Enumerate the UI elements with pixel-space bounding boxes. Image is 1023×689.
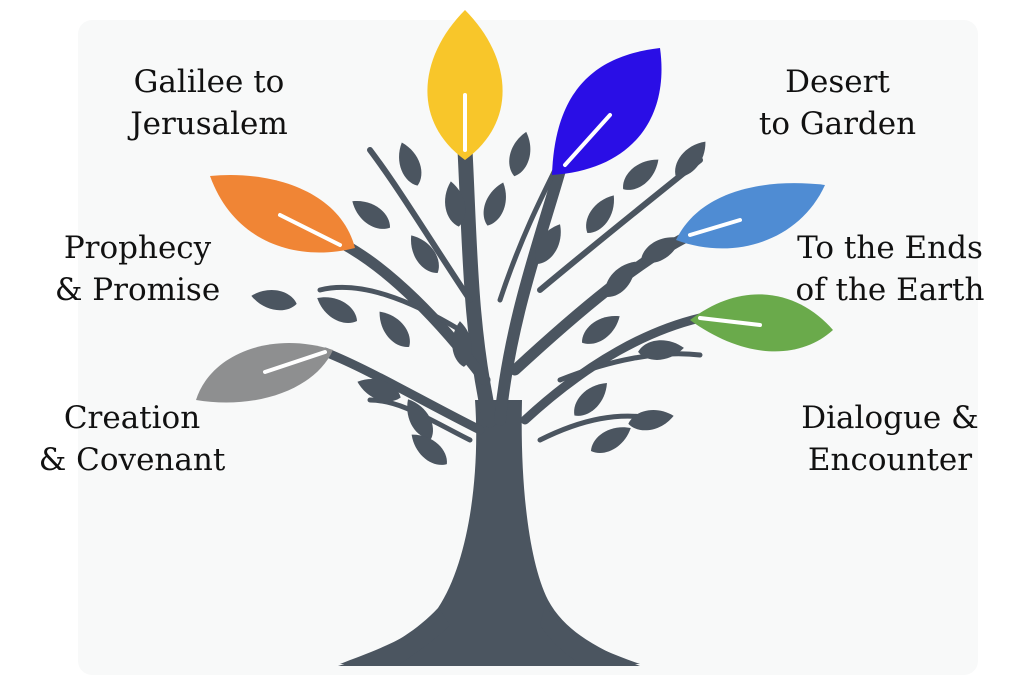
label-galilee: Galilee to Jerusalem (124, 61, 294, 145)
tree-small-leaves (251, 131, 706, 465)
small-leaf (357, 379, 401, 402)
label-ends-line1: To the Ends (797, 230, 983, 266)
colored-leaves (196, 10, 833, 403)
small-leaf (535, 224, 561, 265)
label-creation: Creation & Covenant (32, 397, 232, 481)
root-right (540, 605, 640, 664)
label-creation-line1: Creation (63, 400, 201, 436)
small-leaf (411, 235, 439, 274)
small-leaf (445, 181, 466, 227)
label-dialogue-line1: Dialogue & (801, 400, 979, 436)
label-prophecy-line1: Prophecy (63, 230, 212, 266)
label-creation-line2: & Covenant (38, 442, 226, 478)
label-galilee-line2: Jerusalem (130, 106, 288, 142)
tree-branch (367, 147, 473, 303)
small-leaf (352, 201, 391, 229)
small-leaf (605, 261, 636, 297)
leaf-desert (552, 48, 662, 175)
label-dialogue: Dialogue & Encounter (795, 397, 985, 481)
tree-trunk (338, 400, 640, 666)
root-left (340, 610, 450, 664)
small-leaf (574, 383, 607, 416)
tree-branch (520, 313, 705, 425)
label-galilee-line1: Galilee to (133, 64, 285, 100)
small-leaf (483, 182, 506, 226)
tree-branch (317, 284, 463, 333)
small-leaf (640, 237, 681, 263)
small-leaf (407, 399, 433, 440)
small-leaf (638, 340, 684, 360)
small-leaf (399, 142, 422, 186)
label-desert-line1: Desert (785, 64, 890, 100)
small-leaf (675, 141, 706, 177)
leaf-veins (263, 93, 762, 374)
small-leaf (628, 410, 674, 431)
small-leaf (379, 311, 410, 347)
vein-ends (688, 218, 742, 237)
vein-creation (263, 350, 327, 374)
label-ends: To the Ends of the Earth (790, 227, 990, 311)
vein-dialogue (698, 316, 762, 327)
leaf-ends (676, 183, 825, 249)
small-leaf (251, 290, 297, 311)
label-prophecy: Prophecy & Promise (50, 227, 225, 311)
small-leaf (586, 195, 614, 234)
small-leaf (452, 321, 472, 367)
small-leaf (581, 316, 620, 344)
small-leaf (509, 131, 531, 177)
leaf-dialogue (690, 294, 833, 352)
tree-trunk-and-branches (338, 400, 640, 666)
label-ends-line2: of the Earth (795, 272, 985, 308)
tree-branch (494, 164, 566, 426)
label-desert-line2: to Garden (758, 106, 917, 142)
leaf-galilee (427, 10, 503, 160)
vein-prophecy (278, 213, 342, 247)
small-leaf (590, 427, 631, 453)
tree-branch (320, 347, 485, 435)
label-dialogue-line2: Encounter (807, 442, 973, 478)
small-leaf (623, 159, 659, 190)
label-prophecy-line2: & Promise (54, 272, 221, 308)
small-leaf (317, 297, 358, 323)
tree-branch (557, 351, 703, 383)
label-desert: Desert to Garden (750, 61, 925, 145)
tree-branch (457, 142, 498, 428)
vein-desert (563, 113, 612, 167)
small-leaf (411, 434, 447, 465)
